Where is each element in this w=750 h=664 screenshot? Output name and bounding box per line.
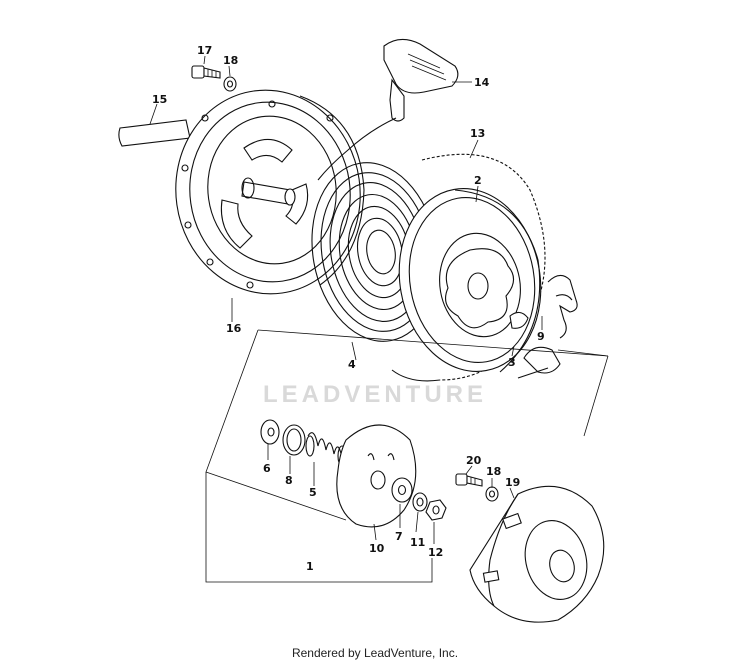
label-part-18-upper: 18 (223, 54, 238, 67)
leader-lines (149, 55, 543, 544)
label-part-3: 3 (508, 356, 516, 369)
part-10-friction-plate (336, 424, 417, 528)
label-part-14: 14 (474, 76, 490, 89)
label-part-19: 19 (505, 476, 520, 489)
part-3-ratchet-pawl (509, 311, 561, 379)
part-6-washer (260, 419, 280, 445)
assembly-1-bracket (205, 329, 609, 583)
part-7-washer (391, 477, 413, 503)
part-18-washer-lower (485, 486, 499, 502)
watermark-text: LEADVENTURE (263, 381, 487, 408)
part-16-starter-housing (175, 89, 365, 295)
part-11-lock-washer (412, 492, 428, 512)
label-part-5: 5 (309, 486, 317, 499)
footer-credit: Rendered by LeadVenture, Inc. (291, 646, 459, 660)
label-part-11: 11 (410, 536, 425, 549)
part-labels: 17 18 15 14 13 2 16 4 9 3 6 8 5 10 7 11 … (152, 44, 545, 573)
label-part-1: 1 (306, 560, 314, 573)
label-part-6: 6 (263, 462, 271, 475)
part-12-nut (425, 499, 447, 521)
part-20-bolt (455, 473, 483, 487)
label-part-12: 12 (428, 546, 443, 559)
part-9-pawl-spring (547, 274, 578, 339)
label-part-9: 9 (537, 330, 545, 343)
label-part-18-lower: 18 (486, 465, 501, 478)
label-part-7: 7 (395, 530, 403, 543)
label-part-2: 2 (474, 174, 482, 187)
label-part-20: 20 (466, 454, 482, 467)
part-14-starter-handle (317, 38, 459, 181)
part-18-washer-upper (223, 76, 237, 92)
part-19-starter-cover (469, 485, 605, 623)
label-part-4: 4 (348, 358, 356, 371)
label-part-15: 15 (152, 93, 167, 106)
label-part-17: 17 (197, 44, 212, 57)
part-17-bolt (191, 65, 221, 79)
part-2-rope-reel (398, 188, 542, 373)
label-part-10: 10 (369, 542, 385, 555)
part-15-decal (118, 119, 191, 147)
part-8-snap-ring (282, 424, 306, 456)
label-part-16: 16 (226, 322, 242, 335)
label-part-13: 13 (470, 127, 485, 140)
label-part-8: 8 (285, 474, 293, 487)
